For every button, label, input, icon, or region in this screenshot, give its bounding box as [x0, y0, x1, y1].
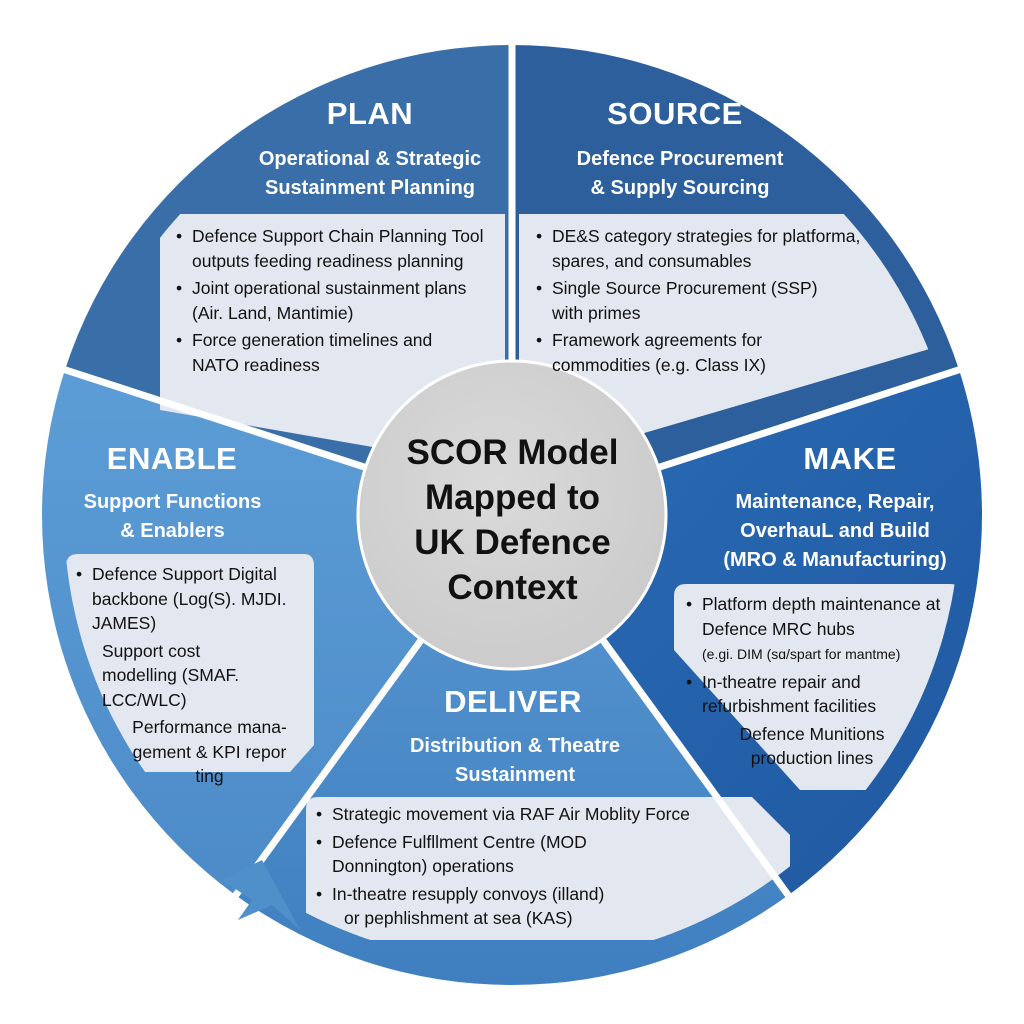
deliver-subtitle-line: Distribution & Theatre — [409, 735, 620, 757]
cycle-arrow-icon — [222, 860, 300, 930]
source-item: DE&S category strategies for platforma, … — [532, 224, 882, 273]
source-details-box: DE&S category strategies for platforma, … — [520, 214, 880, 394]
source-item: Single Source Procurement (SSP) with pri… — [532, 276, 852, 325]
enable-subtitle-line: Support Functions — [83, 491, 262, 513]
deliver-subtitle: Distribution & Theatre Sustainment — [370, 732, 660, 790]
deliver-item: In-theatre resupply convoys (illand) or … — [312, 882, 752, 931]
plan-title: PLAN — [326, 96, 414, 131]
enable-subtitle: Support Functions & Enablers — [60, 488, 285, 546]
plan-item: Joint operational sustainment plans (Air… — [172, 276, 472, 325]
deliver-item: Defence Fulfllment Centre (MOD Donningto… — [312, 830, 632, 879]
source-subtitle-line: & Supply Sourcing — [590, 177, 770, 199]
segment-divider — [230, 634, 427, 901]
center-title-line: Context — [447, 568, 578, 607]
deliver-item: Strategic movement via RAF Air Moblity F… — [312, 802, 762, 827]
enable-item: Support cost modelling (SMAF. LCC/WLC) — [102, 640, 240, 710]
enable-subtitle-line: & Enablers — [120, 520, 225, 542]
source-item: Framework agreements for commodities (e.… — [532, 328, 812, 377]
make-details-box: Platform depth maintenance at Defence MR… — [674, 586, 964, 776]
make-subtitle-line: Maintenance, Repair, — [735, 491, 935, 513]
source-title: SOURCE — [607, 96, 743, 131]
make-item-text: Platform depth maintenance at Defence MR… — [702, 594, 941, 639]
make-item-note: (e.gi. DIM (ѕɑ/spart for mantme) — [702, 646, 901, 662]
deliver-title: DELIVER — [444, 684, 582, 719]
deliver-item-note: or pephlishment at sea (KAS) — [344, 908, 573, 928]
enable-details-box: Defence Support Digital backbone (Log(S)… — [66, 554, 314, 786]
make-subtitle-line: OverhauL and Build — [740, 520, 930, 542]
plan-details-box: Defence Support Chain Planning Tool outp… — [160, 214, 500, 414]
enable-item: Performance mana-gement & KPI repor ting — [132, 717, 287, 786]
make-item: Defence Munitions production lines — [739, 723, 885, 769]
deliver-subtitle-line: Sustainment — [454, 764, 576, 786]
plan-subtitle-line: Sustainment Planning — [264, 177, 476, 199]
plan-subtitle: Operational & Strategic Sustainment Plan… — [200, 145, 540, 203]
segment-divider — [597, 634, 794, 901]
center-circle — [356, 359, 668, 671]
deliver-details-box: Strategic movement via RAF Air Moblity F… — [306, 798, 756, 938]
enable-item: Defence Support Digital backbone (Log(S)… — [72, 562, 307, 636]
enable-title: ENABLE — [106, 441, 238, 476]
plan-item: Defence Support Chain Planning Tool outp… — [172, 224, 492, 273]
plan-item: Force generation timelines and NATO read… — [172, 328, 452, 377]
center-title-line: UK Defence — [414, 523, 611, 562]
segment-divider — [653, 365, 964, 472]
make-title: MAKE — [803, 441, 897, 476]
segment-divider — [60, 365, 371, 472]
make-item: Platform depth maintenance at Defence MR… — [682, 592, 972, 667]
make-subtitle: Maintenance, Repair, OverhauL and Build … — [670, 488, 1000, 575]
source-subtitle: Defence Procurement & Supply Sourcing — [510, 145, 850, 203]
make-item: In-theatre repair and refurbishment faci… — [682, 670, 922, 719]
center-title-line: Mapped to — [425, 478, 600, 517]
plan-subtitle-line: Operational & Strategic — [258, 148, 482, 170]
center-title: SCOR Model Mapped to UK Defence Context — [360, 430, 665, 610]
source-subtitle-line: Defence Procurement — [576, 148, 784, 170]
center-title-line: SCOR Model — [406, 433, 619, 472]
make-subtitle-line: (MRO & Manufacturing) — [723, 549, 947, 571]
deliver-item-text: In-theatre resupply convoys (illand) — [332, 883, 605, 904]
